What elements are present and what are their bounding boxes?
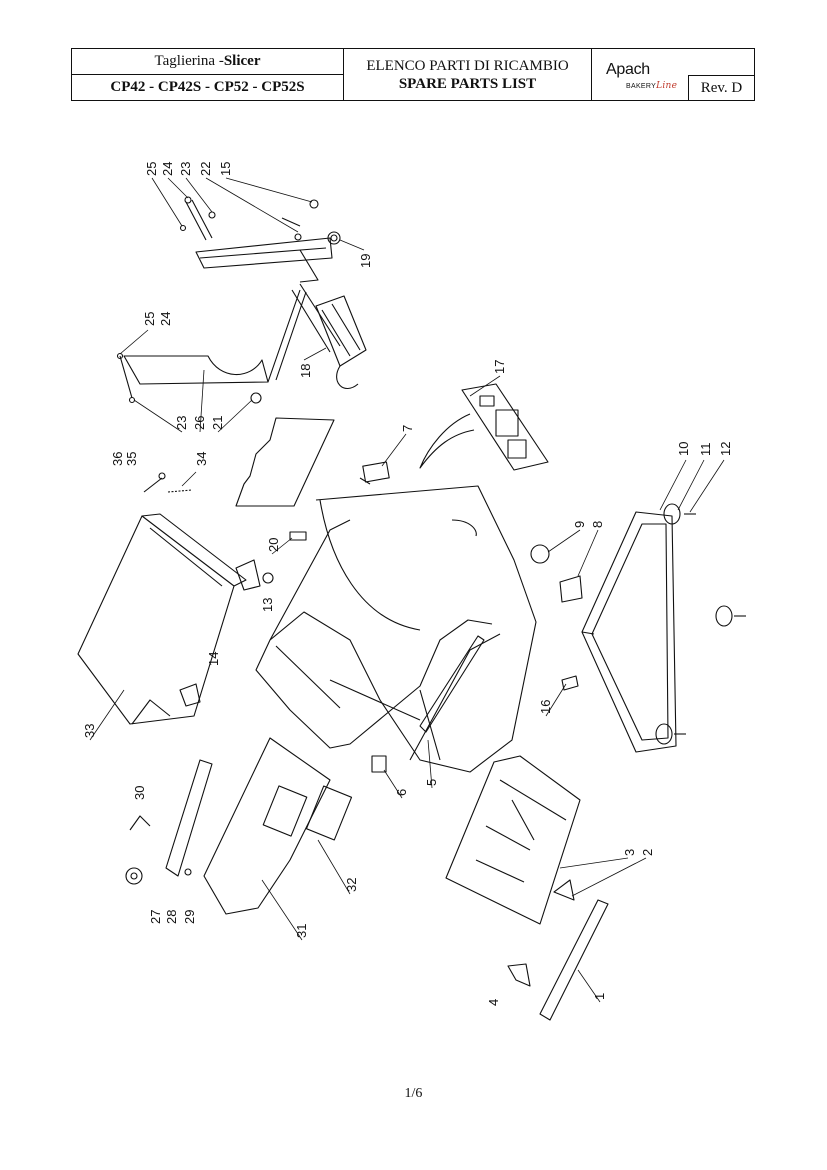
part-8-block	[559, 575, 583, 603]
part-label: 25	[144, 162, 159, 176]
part-label: 36	[110, 452, 125, 466]
part-label: 10	[676, 442, 691, 456]
part-label: 21	[210, 416, 225, 430]
part-label: 7	[400, 425, 415, 432]
part-label: 23	[174, 416, 189, 430]
part-16-clip	[561, 675, 579, 691]
main-frame	[255, 485, 537, 773]
part-9-knob	[530, 544, 550, 564]
part-label: 30	[132, 786, 147, 800]
logo-subtitle: BAKERYLine	[626, 81, 677, 91]
part-label: 24	[160, 162, 175, 176]
part-label: 31	[294, 924, 309, 938]
exploded-view-drawing: 25 24 23 22 15 19 25 24 18 23 26 21 17 7…	[60, 130, 780, 1050]
micro-switch	[359, 461, 390, 485]
product-name-it: Taglierina -	[154, 53, 224, 69]
part-label: 28	[164, 910, 179, 924]
part-label: 34	[194, 452, 209, 466]
part-label: 17	[492, 360, 507, 374]
part-label: 26	[192, 416, 207, 430]
part-label: 1	[592, 993, 607, 1000]
spring-parts	[143, 472, 193, 493]
model-list: CP42 - CP42S - CP52 - CP52S	[72, 75, 344, 100]
part-20-knob	[289, 531, 307, 541]
part-label: 13	[260, 598, 275, 612]
exploded-view-svg: 25 24 23 22 15 19 25 24 18 23 26 21 17 7…	[77, 162, 746, 1021]
control-board	[419, 383, 549, 471]
part-label: 8	[590, 521, 605, 528]
part-label: 29	[182, 910, 197, 924]
logo-bakery: BAKERY	[626, 83, 657, 90]
apach-logo: Apach BAKERYLine	[604, 61, 694, 93]
blade-guard	[125, 759, 213, 885]
part-label: 32	[344, 878, 359, 892]
title-italian: ELENCO PARTI DI RICAMBIO	[366, 57, 569, 74]
product-name: Taglierina - Slicer	[72, 49, 344, 75]
part-label: 11	[698, 443, 713, 457]
product-name-en: Slicer	[223, 53, 261, 69]
small-bracket	[235, 559, 261, 591]
rubber-feet	[655, 503, 746, 745]
cover-plate	[235, 417, 335, 507]
logo-brand: Apach	[606, 61, 650, 78]
part-label: 15	[218, 162, 233, 176]
part-label: 24	[158, 312, 173, 326]
part-label: 16	[538, 700, 553, 714]
part-14-clip	[179, 683, 201, 707]
part-5-bar	[419, 635, 485, 733]
front-panel	[203, 737, 353, 915]
part-label: 33	[82, 724, 97, 738]
actuator-cylinder	[291, 283, 367, 390]
leader-lines	[89, 177, 725, 1003]
revision-box: Rev. D	[688, 75, 754, 100]
logo-cell: Apach BAKERYLine Rev. D	[592, 49, 754, 100]
part-label: 19	[358, 254, 373, 268]
part-label: 2	[640, 849, 655, 856]
part-label: 12	[718, 442, 733, 456]
document-title: ELENCO PARTI DI RICAMBIO SPARE PARTS LIS…	[344, 49, 592, 100]
part-6-hinge	[371, 755, 387, 773]
part-label: 27	[148, 910, 163, 924]
part-label: 23	[178, 162, 193, 176]
part-label: 4	[486, 999, 501, 1006]
part-label: 6	[394, 789, 409, 796]
part-label: 22	[198, 162, 213, 176]
title-english: SPARE PARTS LIST	[398, 75, 537, 92]
part-label: 20	[266, 538, 281, 552]
bottom-tray	[445, 755, 581, 925]
page-number: 1/6	[404, 1086, 423, 1101]
logo-script: Line	[656, 81, 678, 91]
base-frame	[581, 511, 677, 753]
long-guide	[507, 899, 609, 1021]
part-label: 3	[622, 849, 637, 856]
header-table: Taglierina - Slicer CP42 - CP42S - CP52 …	[71, 48, 755, 101]
part-13-pin	[262, 572, 274, 584]
part-label: 35	[124, 452, 139, 466]
part-label: 25	[142, 312, 157, 326]
part-label: 18	[298, 364, 313, 378]
part-label: 14	[206, 652, 221, 666]
crumb-tray	[77, 513, 247, 725]
part-label: 9	[572, 521, 587, 528]
middle-arm	[116, 289, 307, 404]
